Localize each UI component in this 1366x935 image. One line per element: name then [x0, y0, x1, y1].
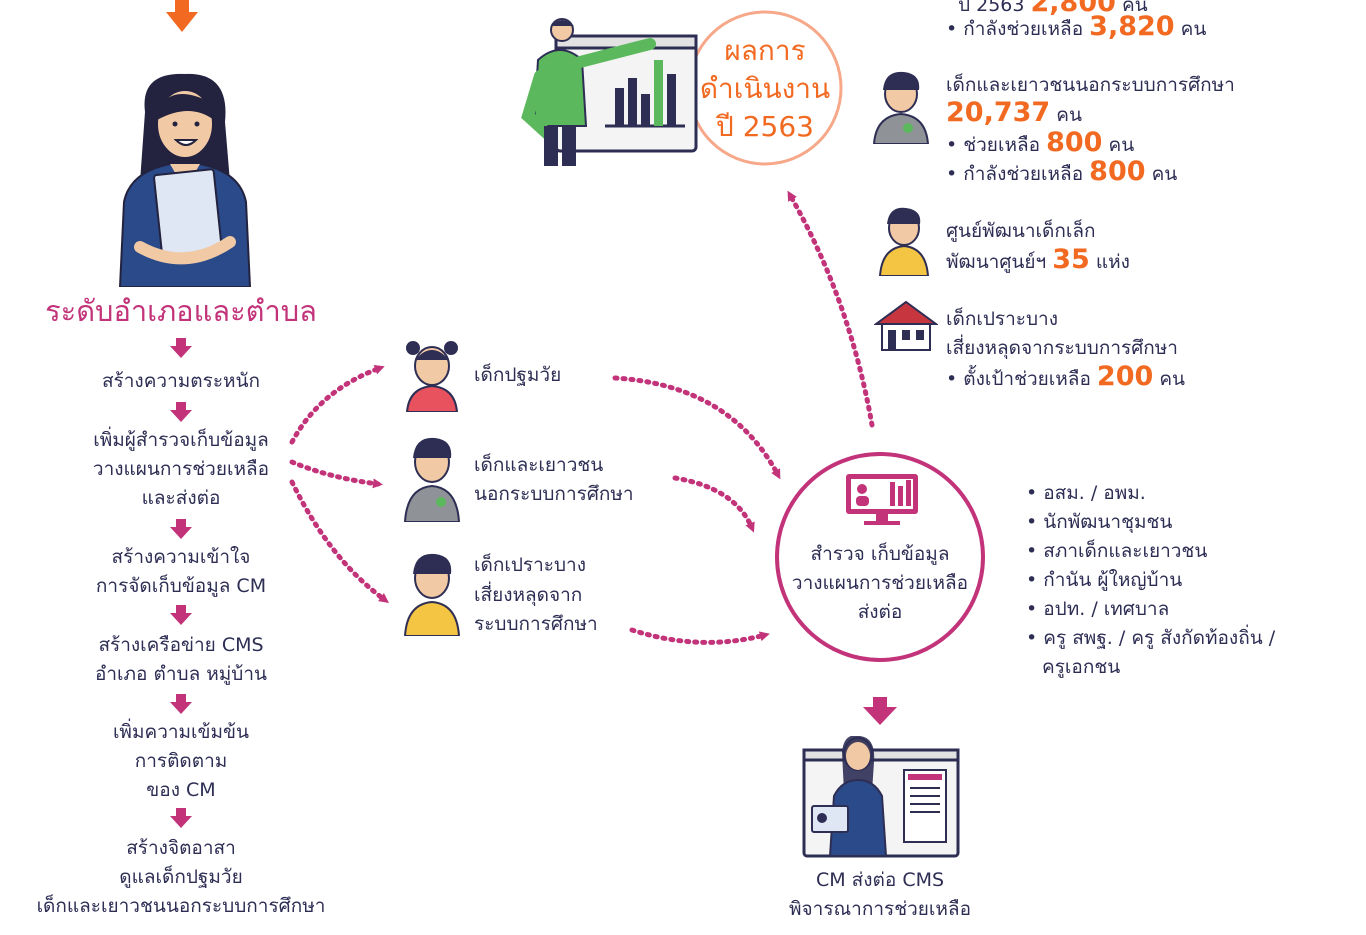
- result-number: 800: [1046, 127, 1103, 158]
- result-unit: คน: [1108, 134, 1135, 156]
- step-surveyors-1: เพิ่มผู้สำรวจเก็บข้อมูล: [93, 429, 269, 451]
- step-awareness: สร้างความตระหนัก: [101, 370, 261, 392]
- result-number: 200: [1096, 361, 1154, 392]
- result-childcare-title: ศูนย์พัฒนาเด็กเล็ก: [946, 220, 1096, 242]
- result-number: 2,800: [1030, 0, 1116, 18]
- level-title: ระดับอำเภอและตำบล: [45, 294, 317, 328]
- step-volunteer-2: ดูแลเด็กปฐมวัย: [119, 866, 243, 888]
- center-text-2: วางแผนการช่วยเหลือ: [791, 572, 969, 594]
- boy-gray-icon: [403, 437, 461, 522]
- result-unit: คน: [1159, 368, 1186, 390]
- network-item: • อปท. / เทศบาล: [1026, 598, 1170, 620]
- step-volunteer-3: เด็กและเยาวชนนอกระบบการศึกษา: [36, 895, 326, 917]
- network-item: • นักพัฒนาชุมชน: [1026, 511, 1173, 533]
- result-unit: คน: [1151, 163, 1178, 185]
- house-icon: [874, 300, 938, 351]
- result-circle-line1: ผลการ: [724, 34, 806, 67]
- target-out-of-school-1: เด็กและเยาวชน: [474, 454, 604, 476]
- target-out-of-school-2: นอกระบบการศึกษา: [474, 483, 634, 505]
- target-at-risk-1: เด็กเปราะบาง: [474, 554, 586, 576]
- cms-caption-1: CM ส่งต่อ CMS: [815, 869, 945, 891]
- cms-illustration: [802, 736, 960, 858]
- result-unit: คน: [1180, 18, 1207, 40]
- result-out-of-school-title: เด็กและเยาวชนนอกระบบการศึกษา: [946, 74, 1235, 96]
- result-label: พัฒนาศูนย์ฯ: [946, 251, 1047, 273]
- step-understanding-1: สร้างความเข้าใจ: [111, 546, 251, 568]
- down-arrow-center: [863, 697, 897, 725]
- result-label: ปี 2563: [958, 0, 1025, 16]
- network-item: • อสม. / อพม.: [1026, 482, 1146, 504]
- target-at-risk-2: เสี่ยงหลุดจาก: [474, 584, 583, 606]
- center-text-1: สำรวจ เก็บข้อมูล: [810, 543, 950, 565]
- result-out-of-school-count: 20,737 คน: [946, 98, 1082, 130]
- result-at-risk-target: • ตั้งเป้าช่วยเหลือ 200 คน: [946, 362, 1185, 394]
- left-step-arrows: [170, 338, 192, 828]
- result-label: • ช่วยเหลือ: [946, 134, 1041, 156]
- result-unit: แห่ง: [1095, 251, 1130, 273]
- dotted-arrows-left: [289, 365, 390, 603]
- result-early-ongoing: • กำลังช่วยเหลือ 3,820 คน: [946, 12, 1206, 44]
- network-item: • กำนัน ผู้ใหญ่บ้าน: [1026, 569, 1183, 591]
- result-at-risk-title-1: เด็กเปราะบาง: [946, 308, 1058, 330]
- result-early-helped: ปี 2563 2,800 คน: [958, 0, 1148, 20]
- woman-illustration: [118, 73, 252, 287]
- result-number: 3,820: [1089, 11, 1175, 42]
- top-orange-arrow: [166, 0, 198, 32]
- target-early-childhood: เด็กปฐมวัย: [474, 364, 562, 386]
- result-boy-yellow-icon: [878, 207, 930, 276]
- result-number: 20,737: [946, 97, 1051, 128]
- result-number: 35: [1052, 244, 1090, 275]
- result-unit: คน: [1056, 104, 1082, 126]
- network-item: • สภาเด็กและเยาวชน: [1026, 540, 1208, 562]
- step-intensity-1: เพิ่มความเข้มข้น: [112, 721, 250, 743]
- result-label: • ตั้งเป้าช่วยเหลือ: [946, 368, 1091, 390]
- network-item: ครูเอกชน: [1042, 656, 1121, 678]
- step-understanding-2: การจัดเก็บข้อมูล CM: [95, 575, 267, 597]
- center-text-3: ส่งต่อ: [857, 601, 903, 623]
- dotted-arrows-center: [612, 190, 875, 645]
- result-at-risk-title-2: เสี่ยงหลุดจากระบบการศึกษา: [946, 337, 1178, 359]
- step-volunteer-1: สร้างจิตอาสา: [126, 837, 236, 859]
- result-number: 800: [1089, 156, 1146, 187]
- boy-yellow-icon: [403, 553, 461, 636]
- step-intensity-3: ของ CM: [146, 779, 216, 801]
- girl-icon: [405, 341, 459, 412]
- step-network-1: สร้างเครือข่าย CMS: [98, 634, 264, 656]
- cms-caption-2: พิจารณาการช่วยเหลือ: [789, 898, 971, 920]
- result-childcare-count: พัฒนาศูนย์ฯ 35 แห่ง: [946, 245, 1130, 277]
- step-network-2: อำเภอ ตำบล หมู่บ้าน: [94, 663, 268, 685]
- result-unit: คน: [1121, 0, 1148, 16]
- center-circle: [775, 452, 985, 662]
- network-item: • ครู สพฐ. / ครู สังกัดท้องถิ่น /: [1026, 627, 1276, 649]
- result-out-of-school-helped: • ช่วยเหลือ 800 คน: [946, 128, 1134, 160]
- result-circle-line2: ดำเนินงาน: [699, 72, 831, 105]
- result-label: • กำลังช่วยเหลือ: [946, 18, 1084, 40]
- result-out-of-school-ongoing: • กำลังช่วยเหลือ 800 คน: [946, 157, 1177, 189]
- step-surveyors-2: วางแผนการช่วยเหลือ: [92, 458, 270, 480]
- monitor-icon: [846, 474, 918, 525]
- result-label: • กำลังช่วยเหลือ: [946, 163, 1084, 185]
- step-intensity-2: การติดตาม: [134, 750, 228, 772]
- result-circle-line3: ปี 2563: [716, 110, 814, 143]
- step-surveyors-3: และส่งต่อ: [141, 487, 221, 509]
- result-boy-gray-icon: [872, 71, 930, 144]
- target-at-risk-3: ระบบการศึกษา: [474, 613, 598, 635]
- presenter-illustration: [521, 18, 698, 166]
